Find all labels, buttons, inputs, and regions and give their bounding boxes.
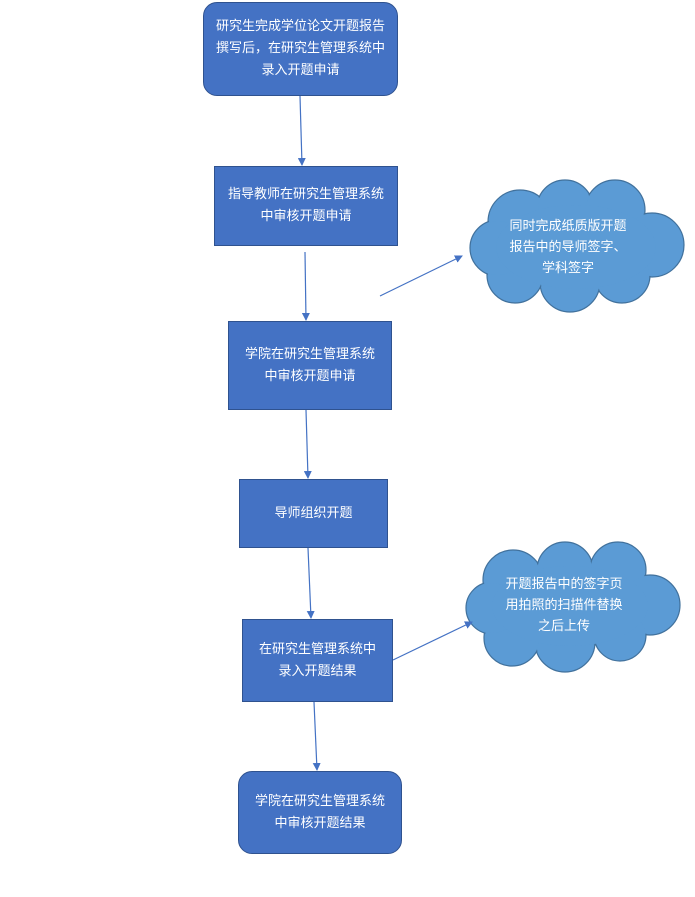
arrow-5 xyxy=(312,701,321,771)
step-3-box: 学院在研究生管理系统中审核开题申请 xyxy=(228,321,392,410)
step-1-box: 研究生完成学位论文开题报告撰写后，在研究生管理系统中录入开题申请 xyxy=(203,2,398,96)
step-6-text: 学院在研究生管理系统中审核开题结果 xyxy=(254,793,385,831)
step-4-text: 导师组织开题 xyxy=(274,505,353,521)
note-arrow-1 xyxy=(379,255,463,297)
cloud-note-1-shape xyxy=(469,179,685,313)
step-2-box: 指导教师在研究生管理系统中审核开题申请 xyxy=(214,166,398,246)
arrow-4 xyxy=(306,547,315,619)
step-5-text: 在研究生管理系统中录入开题结果 xyxy=(258,641,376,679)
note-arrow-2 xyxy=(392,621,473,661)
step-5-box: 在研究生管理系统中录入开题结果 xyxy=(242,619,393,702)
step-3-text: 学院在研究生管理系统中审核开题申请 xyxy=(244,346,375,384)
cloud-note-1-text: 同时完成纸质版开题报告中的导师签字、学科签字 xyxy=(509,218,627,276)
step-6-box: 学院在研究生管理系统中审核开题结果 xyxy=(238,771,402,854)
arrow-3 xyxy=(303,409,312,479)
step-2-text: 指导教师在研究生管理系统中审核开题申请 xyxy=(227,187,384,224)
step-4-box: 导师组织开题 xyxy=(239,479,388,548)
arrow-2 xyxy=(301,251,310,321)
step-1-text: 研究生完成学位论文开题报告撰写后，在研究生管理系统中录入开题申请 xyxy=(215,19,385,78)
cloud-note-2-text: 开题报告中的签字页用拍照的扫描件替换之后上传 xyxy=(505,576,623,634)
arrow-1 xyxy=(297,95,306,166)
cloud-note-2-shape xyxy=(465,541,681,673)
